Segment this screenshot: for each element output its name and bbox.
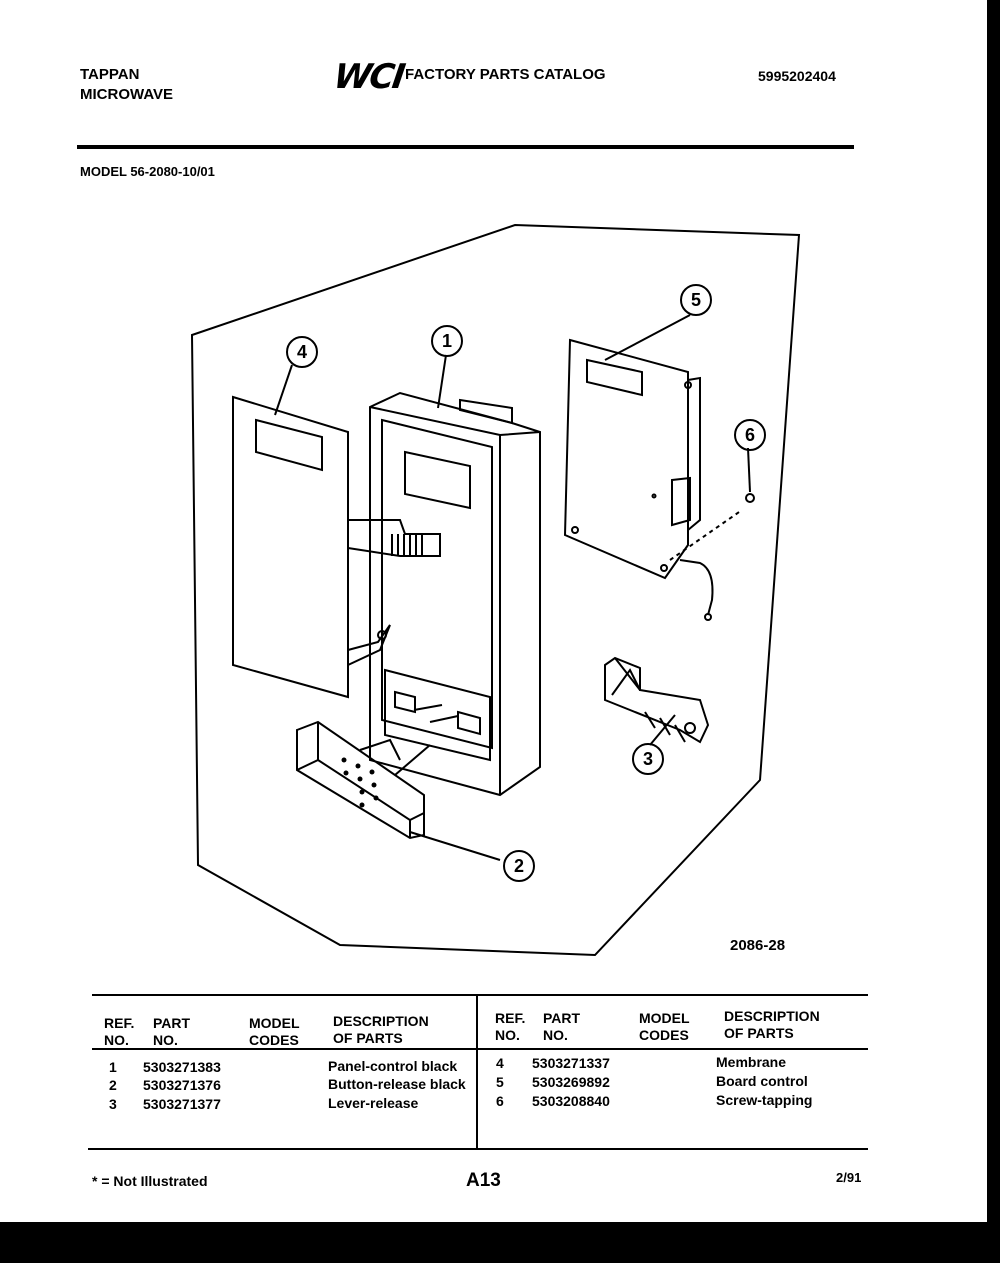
ref-no: 3 — [109, 1096, 117, 1112]
part-description: Membrane — [716, 1054, 787, 1070]
button-dots — [341, 757, 379, 808]
leader-3 — [649, 714, 676, 746]
callout-1-label: 1 — [442, 331, 452, 351]
callout-5-circle — [680, 284, 712, 316]
model-number: MODEL 56-2080-10/01 — [80, 164, 215, 179]
lever-release-part — [604, 656, 710, 744]
leader-5 — [604, 314, 691, 361]
callout-6-label: 6 — [745, 425, 755, 445]
callout-4-circle — [286, 336, 318, 368]
part-no: 5303271383 — [143, 1059, 221, 1075]
part-description: Screw-tapping — [716, 1092, 813, 1108]
part-no: 5303269892 — [532, 1074, 610, 1090]
brand-name: TAPPAN — [80, 66, 140, 83]
part-description: Button-release black — [328, 1076, 466, 1092]
part-no: 5303271377 — [143, 1096, 221, 1112]
panel-control-part — [369, 391, 541, 797]
part-description: Board control — [716, 1073, 808, 1089]
product-type: MICROWAVE — [80, 86, 174, 103]
table-header-rule — [92, 1048, 868, 1050]
catalog-number: 5995202404 — [758, 68, 836, 84]
part-description: Panel-control black — [328, 1058, 458, 1074]
ref-no: 5 — [496, 1074, 504, 1090]
button-release-part — [296, 720, 431, 840]
board-control-part — [563, 338, 701, 580]
callout-2-circle — [503, 850, 535, 882]
callout-5-label: 5 — [691, 290, 701, 310]
leader-1 — [437, 354, 447, 409]
leader-2 — [409, 831, 501, 861]
callout-6-circle — [734, 419, 766, 451]
membrane-part — [232, 395, 441, 699]
table-top-rule — [92, 994, 868, 996]
callout-3-label: 3 — [643, 749, 653, 769]
callout-4-label: 4 — [297, 342, 307, 362]
catalog-title: FACTORY PARTS CATALOG — [405, 66, 606, 83]
revision-date: 2/91 — [836, 1170, 862, 1185]
screw-tapping-part — [669, 493, 755, 621]
page-number: A13 — [466, 1170, 501, 1191]
part-description: Lever-release — [328, 1095, 419, 1111]
left-desc-header: DESCRIPTION OF PARTS — [333, 1013, 429, 1046]
right-part-header: PART NO. — [543, 1010, 581, 1043]
ref-no: 1 — [109, 1059, 117, 1075]
callout-3-circle — [632, 743, 664, 775]
left-part-header: PART NO. — [153, 1015, 191, 1048]
ref-no: 6 — [496, 1093, 504, 1109]
part-no: 5303271376 — [143, 1077, 221, 1093]
left-model-header: MODEL CODES — [249, 1015, 300, 1048]
right-model-header: MODEL CODES — [639, 1010, 690, 1043]
table-divider — [476, 994, 478, 1150]
table-bottom-rule — [88, 1148, 868, 1150]
ref-no: 4 — [496, 1055, 504, 1071]
callout-2-label: 2 — [514, 856, 524, 876]
part-no: 5303271337 — [532, 1055, 610, 1071]
callout-1-circle — [431, 325, 463, 357]
not-illustrated-note: * = Not Illustrated — [92, 1173, 208, 1189]
right-desc-header: DESCRIPTION OF PARTS — [724, 1008, 820, 1041]
diagram-boundary — [190, 223, 801, 957]
leader-6 — [747, 447, 751, 493]
leader-4 — [274, 364, 293, 416]
ref-no: 2 — [109, 1077, 117, 1093]
part-no: 5303208840 — [532, 1093, 610, 1109]
catalog-page: TAPPAN MICROWAVE WCI FACTORY PARTS CATAL… — [0, 0, 987, 1222]
header-rule — [77, 145, 854, 149]
exploded-parts-diagram: 4 1 5 6 3 2 2086-28 — [190, 223, 801, 957]
right-ref-header: REF. NO. — [495, 1010, 526, 1043]
figure-id: 2086-28 — [730, 937, 785, 954]
left-ref-header: REF. NO. — [104, 1015, 135, 1048]
